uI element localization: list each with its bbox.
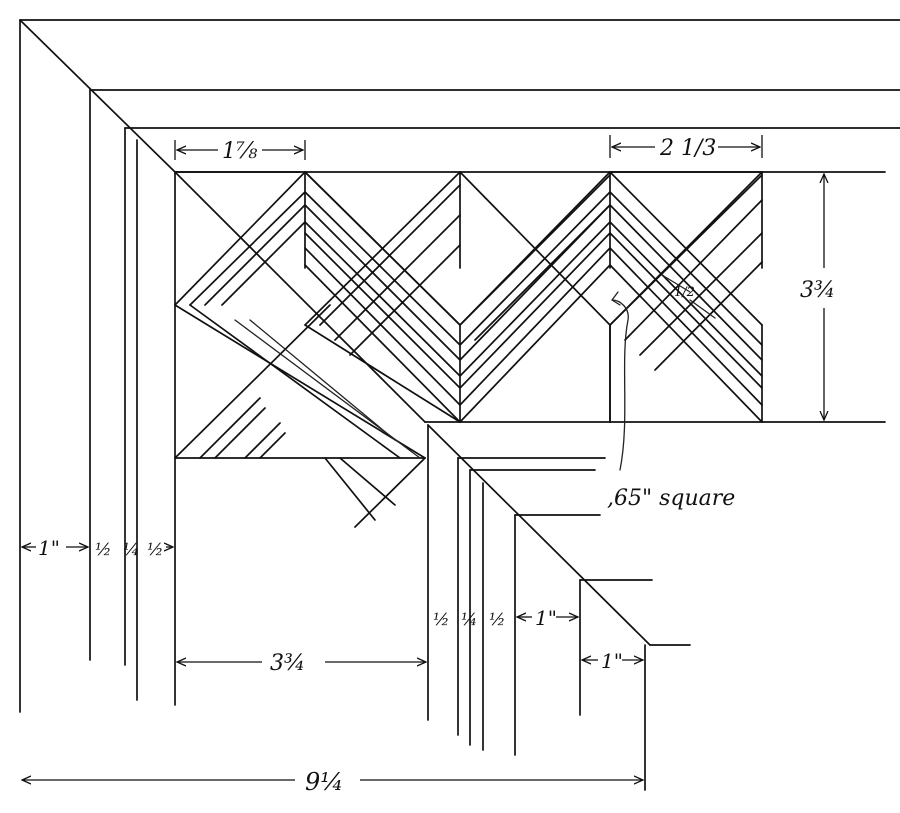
dim-label-left-4: ½ [147,540,163,560]
dim-label-band-height: 3¾ [800,278,835,303]
dim-inner-width: 3¾ [177,651,426,676]
frame-lines [19,19,900,713]
dim-label-lower-3: ½ [489,610,505,630]
dim-label-small-half: 1/2 [674,285,695,300]
dim-lower-steps: ½ ¼ ½ 1" 1" [433,606,643,673]
dim-label-top-left: 1⅞ [222,139,258,164]
annotation-square: ,65" square [607,486,735,511]
braid-pattern [174,170,763,528]
dim-label-total-width: 9¼ [305,768,344,796]
dim-label-lower-1: ½ [433,610,449,630]
dim-top-left: 1⅞ [174,139,306,164]
dim-label-lower-5: 1" [601,649,623,673]
dim-label-lower-2: ¼ [461,610,477,630]
dim-total-width: 9¼ [22,768,643,796]
dim-label-top-right: 2 1/3 [659,136,716,161]
dim-band-height: 3¾ [800,174,835,420]
dim-label-left-1: 1" [38,536,60,560]
dim-label-left-3: ¼ [123,540,139,560]
dim-label-lower-4: 1" [535,606,557,630]
square-annotation: ,65" square [607,291,735,511]
dim-small-half: 1/2 [661,274,716,319]
dim-left-margins: 1" ½ ¼ ½ [22,536,173,560]
dim-top-right: 2 1/3 [609,135,763,161]
dim-label-left-2: ½ [95,540,111,560]
inner-step-lines [424,421,886,791]
dim-label-inner-width: 3¾ [270,651,305,676]
